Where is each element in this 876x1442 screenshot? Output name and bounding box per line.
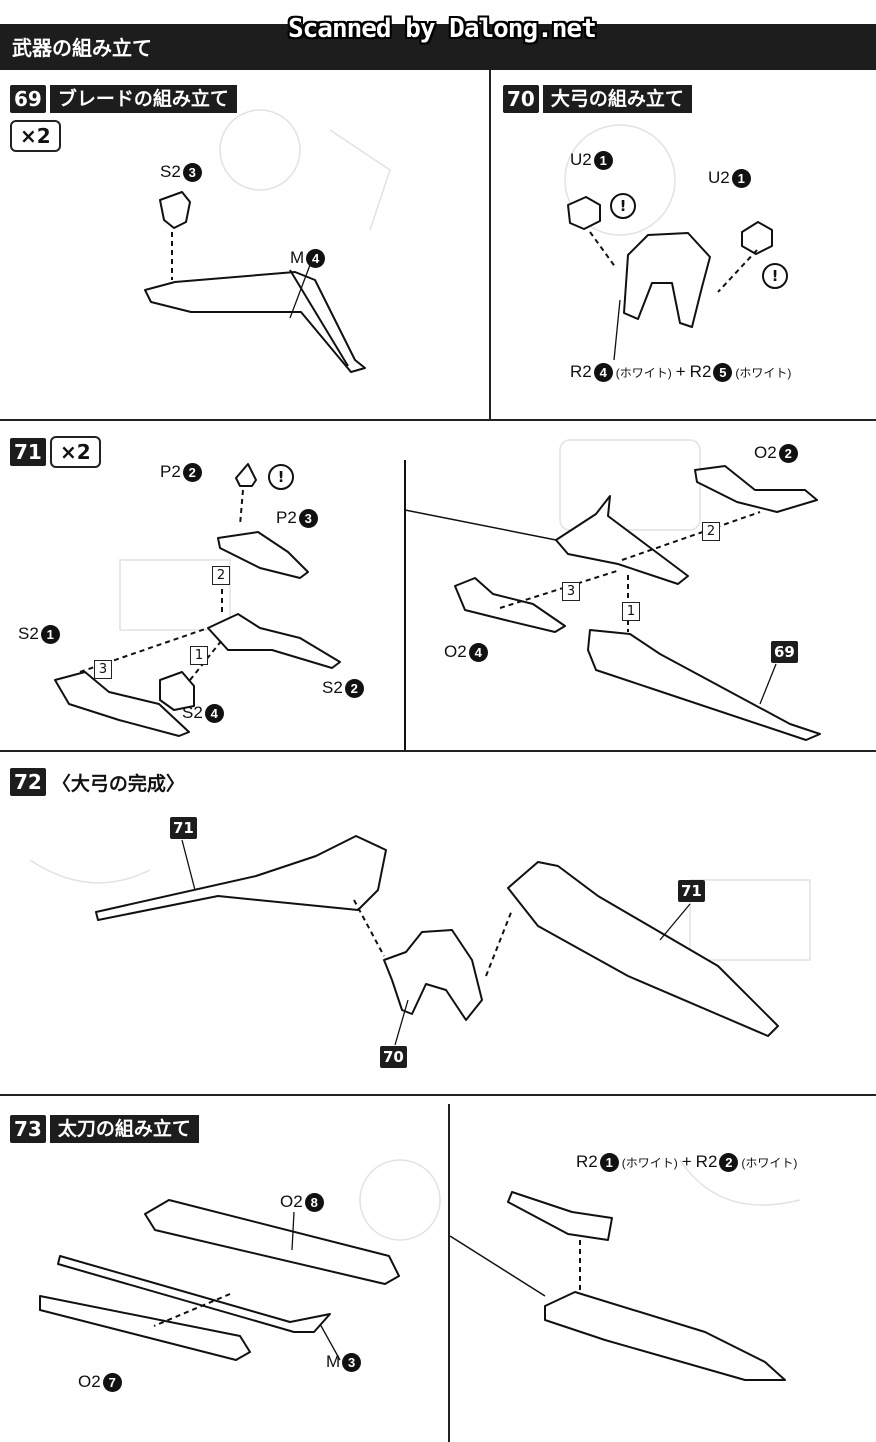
scan-watermark: Scanned by Dalong.net	[288, 14, 597, 44]
sequence-box: 1	[622, 602, 640, 621]
ghost-bleedthrough	[29, 109, 811, 1241]
sequence-box: 3	[562, 582, 580, 601]
reference-tag-71: 71	[678, 880, 705, 902]
step-title: 大弓の組み立て	[542, 85, 692, 113]
multiplier-badge-69: ×2	[10, 120, 61, 152]
step69-drawing	[144, 191, 366, 373]
divider-row-2	[0, 750, 876, 752]
sequence-box: 3	[94, 660, 112, 679]
part-number-dot: 7	[102, 1372, 122, 1392]
step71-right-drawing	[404, 460, 821, 750]
warning-icon: !	[268, 464, 294, 490]
step-number: 69	[10, 85, 46, 113]
step-70-header: 70 大弓の組み立て	[503, 85, 692, 113]
divider-row-3	[0, 1094, 876, 1096]
part-number-dot: 2	[344, 678, 364, 698]
step-73-header: 73 太刀の組み立て	[10, 1115, 199, 1143]
multiplier-badge-71: ×2	[50, 436, 101, 468]
part-number-dot: 4	[593, 362, 613, 382]
part-number-dot: 1	[731, 168, 751, 188]
part-number-dot: 1	[593, 150, 613, 170]
step-69-header: 69 ブレードの組み立て	[10, 85, 237, 113]
part-number-dot: 3	[182, 162, 202, 182]
step-title: 太刀の組み立て	[49, 1115, 199, 1143]
part-number-dot: 2	[719, 1152, 739, 1172]
part-number-dot: 2	[778, 443, 798, 463]
step73-drawing	[39, 1191, 786, 1381]
divider-col-3	[448, 1104, 450, 1442]
sequence-box: 1	[190, 646, 208, 665]
step72-drawing	[95, 835, 779, 1046]
part-number-dot: 1	[40, 624, 60, 644]
divider-row-1	[0, 419, 876, 421]
step-title: ブレードの組み立て	[49, 85, 237, 113]
step-72-header: 72 〈大弓の完成〉	[10, 768, 185, 796]
warning-icon: !	[762, 263, 788, 289]
reference-tag-70: 70	[380, 1046, 407, 1068]
step70-drawing	[567, 196, 773, 361]
header-bar: 武器の組み立て	[0, 24, 876, 70]
part-number-dot: 4	[468, 642, 488, 662]
part-number-dot: 4	[306, 248, 326, 268]
part-number-dot: 1	[599, 1152, 619, 1172]
part-number-dot: 3	[298, 508, 318, 528]
part-number-dot: 4	[204, 703, 224, 723]
step-title: 〈大弓の完成〉	[51, 772, 185, 795]
sequence-box: 2	[702, 522, 720, 541]
reference-tag-71: 71	[170, 817, 197, 839]
step-number: 72	[10, 768, 46, 796]
part-number-dot: 8	[304, 1192, 324, 1212]
step-71-header: 71	[10, 438, 46, 466]
part-number-dot: 3	[342, 1352, 362, 1372]
warning-icon: !	[610, 193, 636, 219]
page-title: 武器の組み立て	[12, 36, 152, 60]
divider-col-1	[489, 70, 491, 420]
step-number: 73	[10, 1115, 46, 1143]
part-number-dot: 2	[182, 462, 202, 482]
step71-left-drawing	[54, 463, 341, 737]
reference-tag-69: 69	[771, 641, 798, 663]
step-number: 71	[10, 438, 46, 466]
step-number: 70	[503, 85, 539, 113]
part-number-dot: 5	[713, 362, 733, 382]
sequence-box: 2	[212, 566, 230, 585]
